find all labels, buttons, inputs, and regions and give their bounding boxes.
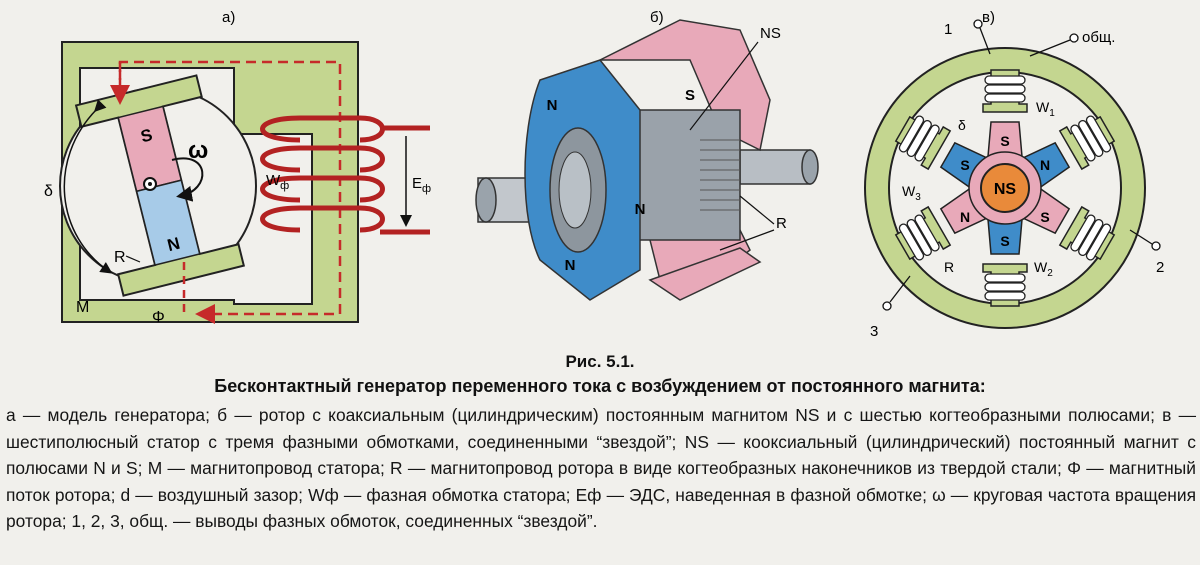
delta-label: δ xyxy=(44,183,53,200)
phase-coil xyxy=(260,115,430,235)
stator-tooth xyxy=(982,263,1028,307)
pole-n-label: N xyxy=(165,234,182,255)
b-r-label: R xyxy=(776,215,787,232)
panel-c-tag: в) xyxy=(982,9,995,26)
phi-label: Φ xyxy=(152,309,165,326)
omega-label: ω xyxy=(188,137,208,164)
ns-core xyxy=(980,163,1030,213)
c-w1-sub: 1 xyxy=(1049,108,1055,119)
figure-description: а — модель генератора; б — ротор с коакс… xyxy=(6,405,1196,532)
c-term-2: 2 xyxy=(1156,259,1164,276)
c-w3: W xyxy=(902,183,916,199)
svg-text:W2: W2 xyxy=(1034,259,1053,279)
c-pole-3: S xyxy=(1040,209,1049,225)
c-pole-5: N xyxy=(960,209,970,225)
e-phase-sub: ф xyxy=(422,183,431,195)
c-w2-sub: 2 xyxy=(1047,268,1053,279)
panel-b-tag: б) xyxy=(650,9,664,26)
c-w2: W xyxy=(1034,259,1048,275)
svg-text:Wф: Wф xyxy=(266,172,289,192)
w-phase-label: W xyxy=(266,172,281,189)
b-pole-n-2: N xyxy=(635,201,646,218)
panel-a: а) S N ω δ R M Φ xyxy=(44,9,431,326)
c-pole-2: N xyxy=(1040,157,1050,173)
b-pole-n-1: N xyxy=(547,97,558,114)
c-term-3: 3 xyxy=(870,323,878,340)
c-delta: δ xyxy=(958,117,966,133)
r-label: R xyxy=(114,249,126,266)
stator-tooth xyxy=(1058,115,1116,171)
blue-pole-disk xyxy=(524,59,641,301)
panel-b: б) N N N S NS R xyxy=(475,9,819,301)
c-center-label: NS xyxy=(994,181,1017,198)
shaft-right xyxy=(739,149,811,185)
panel-c: в) NS S N S S N S W1 W2 W3 δ R 1 общ. 2 … xyxy=(864,9,1164,340)
stator-tooth xyxy=(982,69,1028,113)
c-r: R xyxy=(944,259,954,275)
c-term-common: общ. xyxy=(1082,29,1115,46)
m-label: M xyxy=(76,299,89,316)
c-w3-sub: 3 xyxy=(915,192,921,203)
figure-title: Бесконтактный генератор переменного тока… xyxy=(214,376,986,396)
pole-s-label: S xyxy=(139,125,155,146)
b-ns-label: NS xyxy=(760,25,781,42)
e-phase-label: E xyxy=(412,175,422,192)
figure: а) S N ω δ R M Φ xyxy=(44,9,1164,340)
svg-text:W1: W1 xyxy=(1036,99,1055,119)
svg-text:W3: W3 xyxy=(902,183,921,203)
c-term-1: 1 xyxy=(944,21,952,38)
terminals xyxy=(882,19,1161,311)
stator-tooth xyxy=(894,205,952,261)
b-pole-s: S xyxy=(685,87,695,104)
stator-tooth xyxy=(894,115,952,171)
flux-path xyxy=(118,60,342,324)
c-pole-6: S xyxy=(960,157,969,173)
c-pole-1: S xyxy=(1000,133,1009,149)
svg-text:Eф: Eф xyxy=(412,175,431,195)
panel-a-tag: а) xyxy=(222,9,235,26)
c-pole-4: S xyxy=(1000,233,1009,249)
b-pole-n-3: N xyxy=(565,257,576,274)
w-phase-sub: ф xyxy=(280,180,289,192)
stator-teeth xyxy=(894,69,1116,307)
rotor-magnet: S N xyxy=(74,74,246,297)
figure-number: Рис. 5.1. xyxy=(565,352,635,371)
stator-tooth xyxy=(1058,205,1116,261)
c-w1: W xyxy=(1036,99,1050,115)
